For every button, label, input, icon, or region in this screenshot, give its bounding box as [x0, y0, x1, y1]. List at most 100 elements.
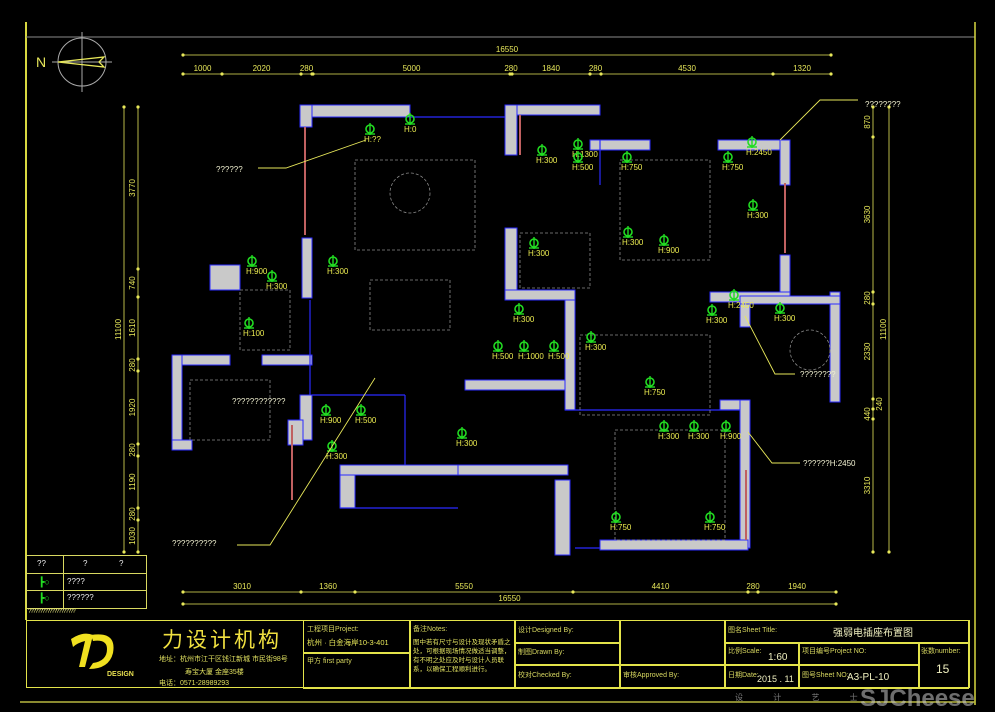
- dimension-label: 280: [300, 64, 314, 73]
- socket-icon: [573, 151, 583, 163]
- dimension-label: 280: [863, 291, 872, 305]
- legend-row-label: ??????: [67, 593, 94, 602]
- dimension-label: 240: [875, 397, 884, 411]
- notes-label: 备注Notes:: [413, 625, 448, 633]
- socket-height-label: H:300: [658, 432, 680, 441]
- number-value: 15: [936, 662, 950, 676]
- socket-height-label: H:0: [404, 125, 417, 134]
- dimension-label: 2330: [863, 342, 872, 360]
- scale-value: 1:60: [768, 652, 788, 663]
- approved-by-cell: 审核Approved By:: [619, 664, 726, 689]
- client-label: 甲方 first party: [307, 658, 352, 665]
- company-logo: DESIGN: [67, 627, 134, 678]
- floor-plan: [171, 104, 841, 556]
- wall: [554, 479, 571, 556]
- logo-mark-icon: [71, 633, 114, 669]
- socket-height-label: H:750: [704, 523, 726, 532]
- leader-line: [744, 315, 795, 375]
- socket-height-label: H:900: [246, 267, 268, 276]
- dimension-tick: [136, 267, 140, 271]
- wall: [464, 379, 566, 391]
- wall: [504, 104, 518, 156]
- socket-height-label: H:900: [658, 246, 680, 255]
- dimension-tick: [871, 135, 875, 139]
- dimension-label: 280: [128, 358, 137, 372]
- leader-line: [258, 139, 367, 169]
- dimension-tick: [599, 72, 603, 76]
- furniture: [519, 232, 591, 289]
- socket-icon: [645, 376, 655, 388]
- socket-icon: [493, 340, 503, 352]
- date-cell: 日期Date: 2015 . 11: [724, 664, 800, 689]
- socket-icon: [623, 226, 633, 238]
- dimension-tick: [871, 407, 875, 411]
- wall: [504, 289, 576, 301]
- socket-height-label: H:300: [266, 282, 288, 291]
- dimension-tick: [136, 295, 140, 299]
- socket-height-label: H:300: [456, 439, 478, 448]
- socket-five-hole-icon: ┣○: [39, 577, 50, 587]
- socket-height-label: H:300: [528, 249, 550, 258]
- socket-icon: [267, 270, 277, 282]
- wall: [829, 291, 841, 403]
- company-phone: 电话：0571-28989293: [159, 680, 230, 687]
- socket-icon: [519, 340, 529, 352]
- dimension-tick: [181, 590, 185, 594]
- socket-height-label: H:750: [621, 163, 643, 172]
- dimension-label: 4530: [678, 64, 696, 73]
- dimension-label: 1840: [542, 64, 560, 73]
- project-no-label: 项目编号Project NO:: [802, 648, 867, 655]
- dimension-label: 280: [504, 64, 518, 73]
- dimension-label: 870: [863, 115, 872, 129]
- project-value: 杭州 · 白金海岸10-3-401: [307, 637, 389, 647]
- dimension-label: 3310: [863, 476, 872, 494]
- socket-icon: [328, 255, 338, 267]
- company-name: 力设计机构: [162, 629, 282, 652]
- client-cell: 甲方 first party: [303, 652, 411, 689]
- annotation-text: ??????: [216, 165, 243, 174]
- dimension-total: 11100: [879, 318, 888, 340]
- socket-height-label: H:750: [610, 523, 632, 532]
- socket-icon: [705, 511, 715, 523]
- number-label: 张数number:: [921, 648, 961, 655]
- dimension-tick: [299, 72, 303, 76]
- dimension-tick: [353, 590, 357, 594]
- socket-height-label: H:1000: [518, 352, 544, 361]
- wall: [209, 264, 241, 291]
- dimension-total: 16550: [496, 45, 519, 54]
- socket-icon: [659, 234, 669, 246]
- socket-height-label: H:750: [722, 163, 744, 172]
- socket-height-label: H:750: [644, 388, 666, 397]
- socket-icon: [405, 113, 415, 125]
- legend-header-symbol: ??: [37, 559, 46, 568]
- socket-icon: [514, 303, 524, 315]
- socket-height-label: H:900: [720, 432, 742, 441]
- drawing-frame: [20, 22, 976, 705]
- dimension-label: 1360: [319, 582, 337, 591]
- checked-by-cell: 校对Checked By:: [514, 664, 621, 689]
- company-address-2: 寿宝大厦 金座35楼: [185, 669, 244, 676]
- dimension-tick: [136, 357, 140, 361]
- socket-height-label: H:300: [706, 316, 728, 325]
- dimension-tick: [588, 72, 592, 76]
- dimension-label: 440: [863, 407, 872, 421]
- furniture: [614, 429, 726, 541]
- socket-icon: [659, 420, 669, 432]
- socket-height-label: H:??: [364, 135, 381, 144]
- furniture: [579, 334, 711, 416]
- socket-icon: [537, 144, 547, 156]
- project-label: 工程项目Project:: [307, 625, 359, 633]
- socket-height-label: H:900: [320, 416, 342, 425]
- drawn-by-label: 制图Drawn By:: [518, 649, 565, 656]
- dimension-tick: [181, 72, 185, 76]
- drawn-by-cell: 制图Drawn By:: [514, 642, 621, 666]
- scale-label: 比例Scale:: [728, 648, 762, 655]
- dimension-tick: [871, 290, 875, 294]
- leader-line: [237, 377, 376, 546]
- sheet-title-cell: 图名Sheet Title: 强弱电插座布置图: [724, 619, 969, 644]
- socket-height-label: H:300: [327, 267, 349, 276]
- title-block: DESIGN 力设计机构 地址：杭州市江干区钱江新城 市民街98号 寿宝大厦 金…: [26, 619, 970, 689]
- dimension-tick: [871, 302, 875, 306]
